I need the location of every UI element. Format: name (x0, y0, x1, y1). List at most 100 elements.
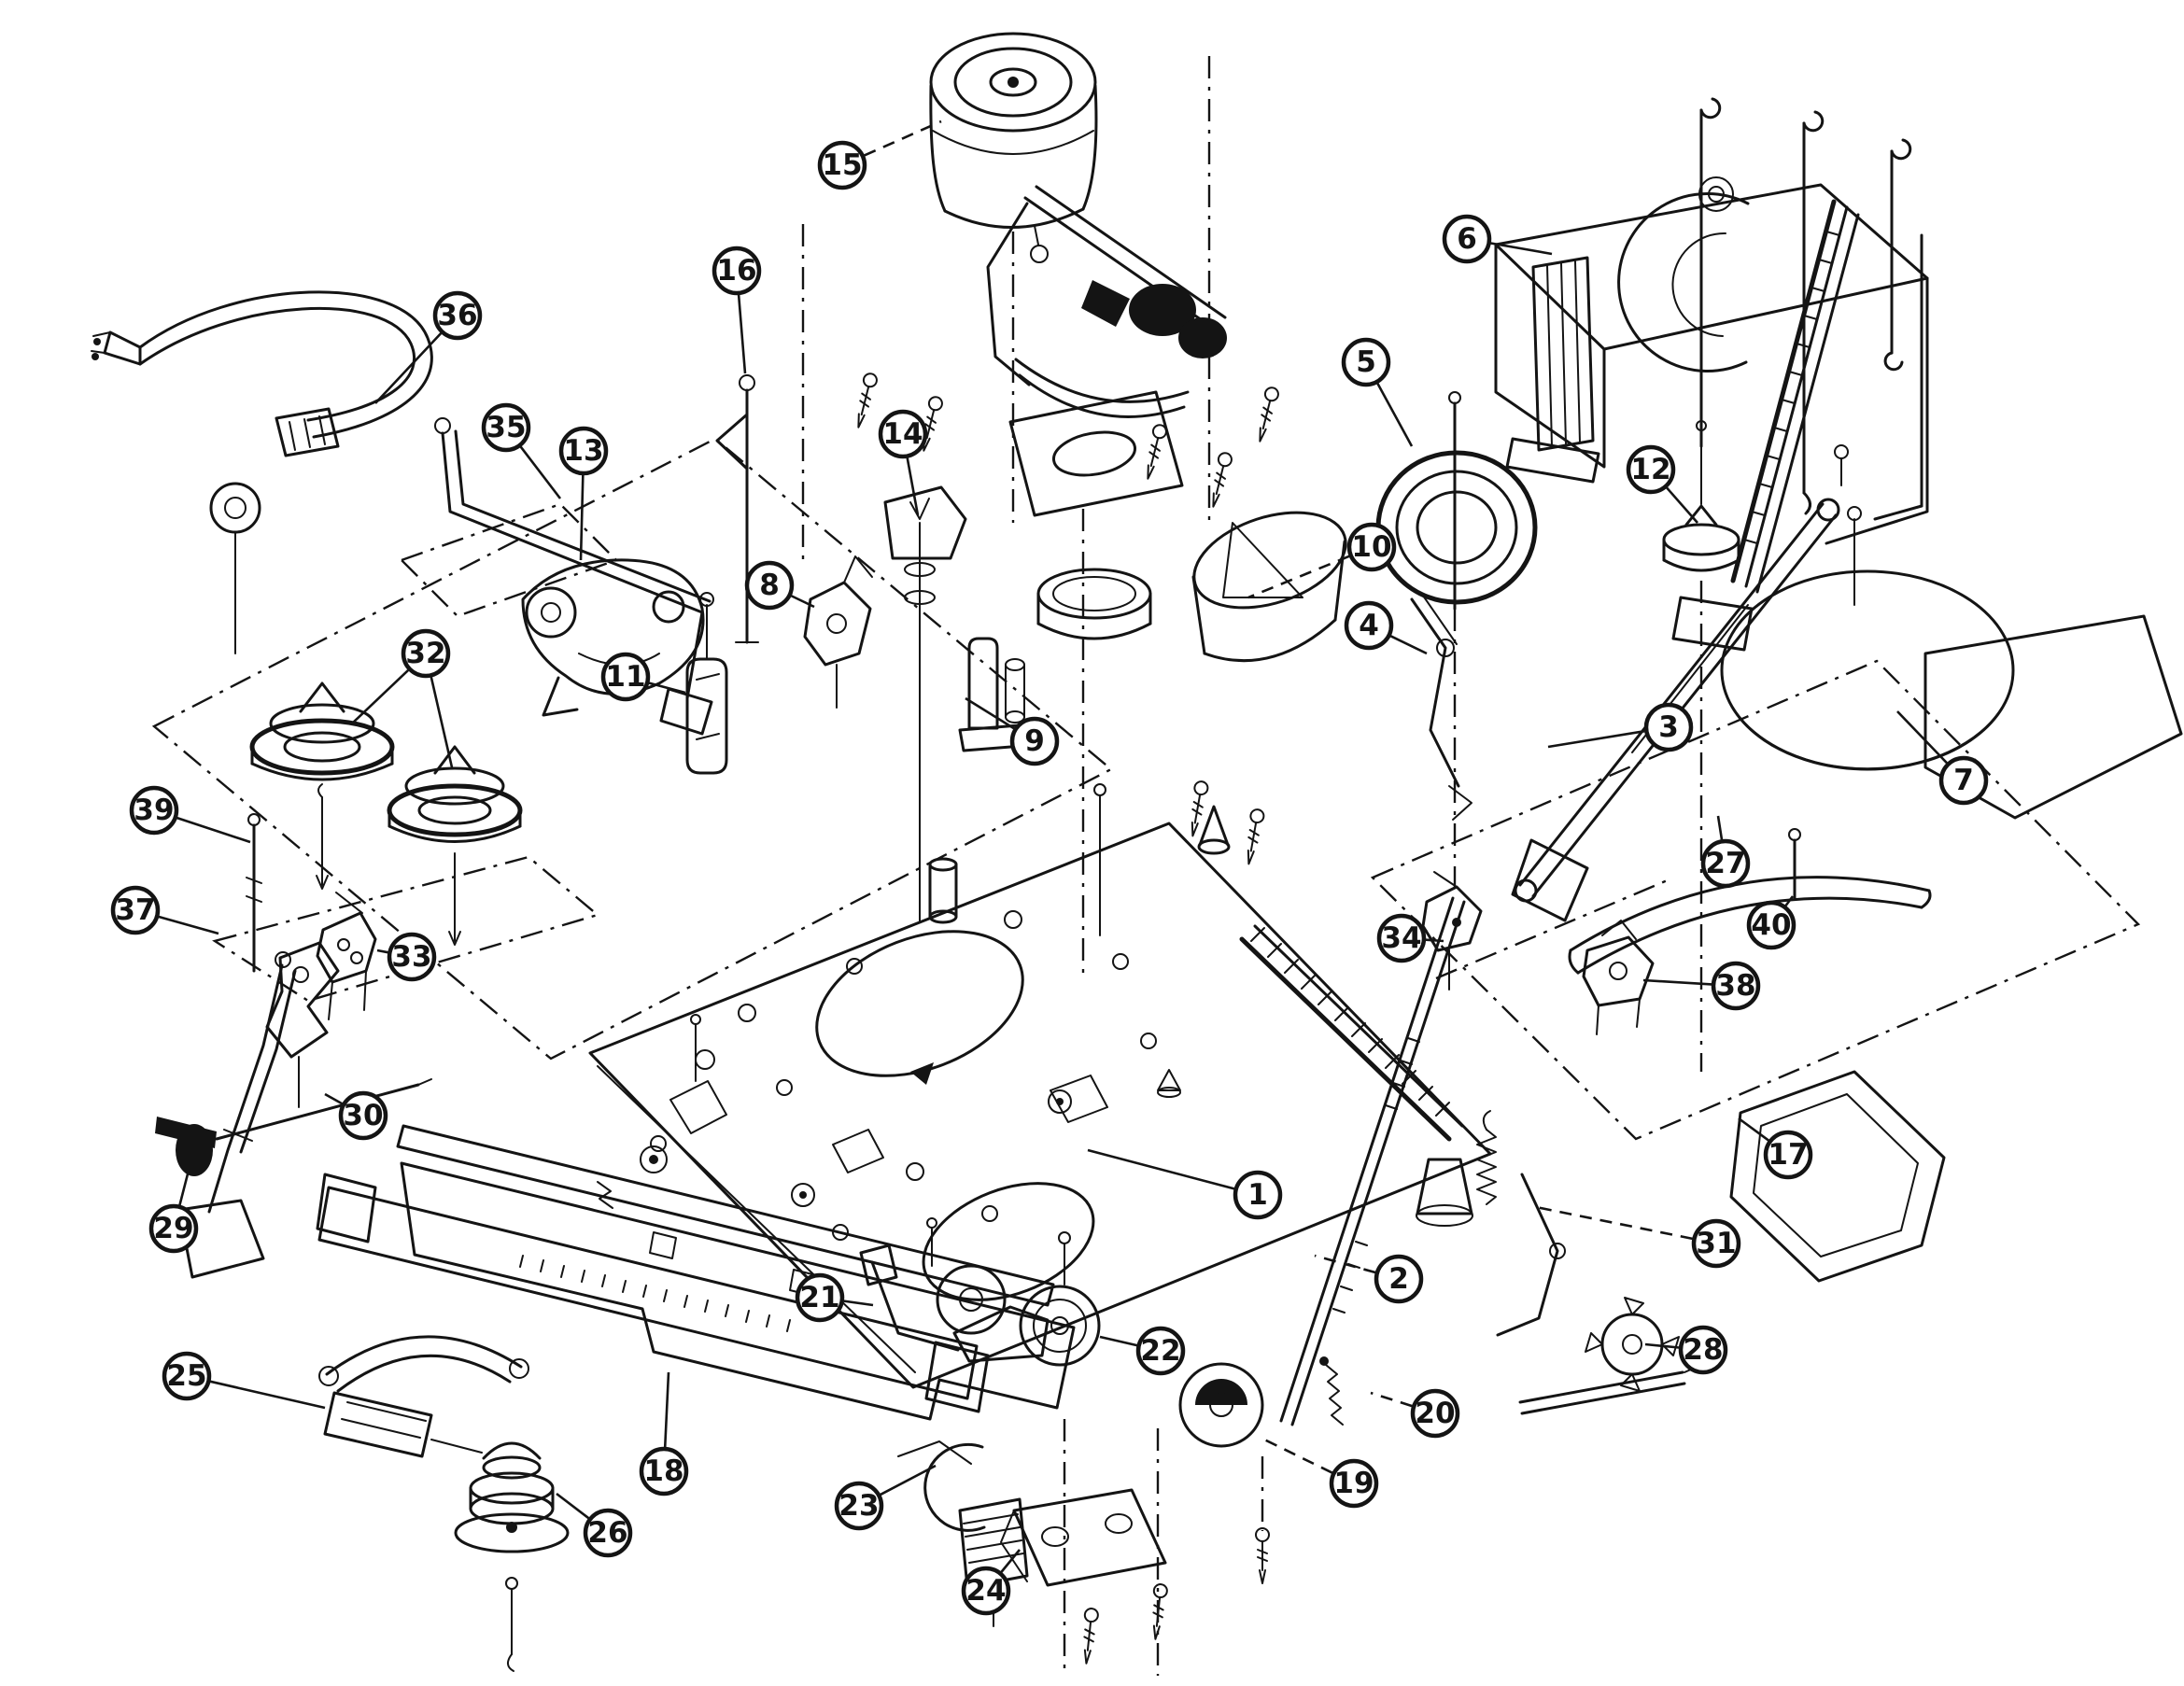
callout-7: 7 (1896, 710, 1989, 806)
cam-plate (1008, 390, 1184, 517)
callout-leader-37 (158, 915, 219, 935)
callout-leader-23 (880, 1464, 937, 1496)
callout-circle-29 (148, 1203, 199, 1254)
callout-number-5: 5 (1356, 345, 1376, 379)
callout-circle-9 (1009, 716, 1060, 766)
callout-20: 20 (1370, 1388, 1460, 1439)
callout-leader-19 (1260, 1436, 1333, 1474)
bracket-37 (265, 941, 340, 1108)
reel-table-small (1662, 420, 1740, 572)
callout-number-7: 7 (1953, 764, 1974, 797)
guide-bracket (883, 485, 967, 923)
callout-circle-19 (1329, 1458, 1379, 1509)
callout-2: 2 (1314, 1254, 1424, 1304)
callout-circle-30 (338, 1090, 388, 1141)
ring-coil (1375, 391, 1538, 611)
callout-23: 23 (834, 1464, 937, 1531)
callout-leader-18 (663, 1371, 670, 1448)
callout-circle-36 (432, 290, 483, 341)
callout-circle-26 (583, 1508, 633, 1558)
callout-1: 1 (1087, 1148, 1283, 1220)
callout-21: 21 (795, 1272, 874, 1323)
callout-number-15: 15 (822, 148, 862, 182)
callout-number-36: 36 (437, 299, 477, 332)
callout-circle-40 (1746, 900, 1797, 950)
slide-chassis (316, 1124, 1076, 1421)
callout-12: 12 (1626, 444, 1698, 524)
pressure-plate-disc (1720, 506, 2183, 820)
bracket-38 (1582, 920, 1655, 1035)
callout-circle-21 (795, 1272, 845, 1323)
link-lever (1511, 444, 1849, 922)
callout-number-37: 37 (115, 893, 155, 927)
clamp (318, 1335, 529, 1458)
callout-number-38: 38 (1715, 969, 1755, 1003)
pin-40 (1788, 828, 1801, 900)
callout-leader-12 (1666, 486, 1698, 524)
callout-number-39: 39 (134, 794, 174, 827)
callout-number-14: 14 (882, 417, 923, 451)
callout-number-9: 9 (1024, 724, 1045, 758)
callout-36: 36 (374, 290, 483, 404)
callout-number-21: 21 (799, 1281, 839, 1314)
callout-circle-14 (878, 409, 928, 459)
callout-circle-3 (1643, 702, 1694, 752)
screw-pin-39 (246, 813, 262, 973)
callout-5: 5 (1341, 337, 1414, 447)
callout-number-19: 19 (1333, 1467, 1374, 1500)
pin-lever (715, 374, 759, 644)
upper-sub-chassis-outline (151, 437, 1114, 1061)
callout-leader-1 (1087, 1148, 1235, 1190)
callout-circle-15 (817, 140, 867, 190)
callout-leader-30 (324, 1092, 343, 1105)
callout-leader-28 (1644, 1342, 1680, 1349)
callout-circle-39 (129, 785, 179, 836)
callout-11: 11 (600, 652, 686, 702)
callout-number-18: 18 (643, 1454, 683, 1488)
callout-18: 18 (639, 1371, 689, 1496)
idler-lever (859, 1217, 1007, 1352)
callout-circle-12 (1626, 444, 1676, 495)
callout-leader-27 (1716, 815, 1724, 840)
callout-circle-34 (1376, 913, 1427, 963)
callout-number-25: 25 (166, 1359, 206, 1393)
callout-32: 32 (350, 628, 454, 768)
callout-leader-31 (1530, 1204, 1693, 1241)
callout-leader-22 (1099, 1335, 1137, 1347)
callout-leader-33 (376, 948, 388, 954)
callout-number-22: 22 (1140, 1334, 1180, 1368)
callout-number-2: 2 (1388, 1262, 1409, 1296)
callout-leader-29 (178, 1159, 193, 1206)
release-lever (176, 951, 297, 1279)
loose-screws (851, 371, 1281, 1665)
tension-arm (1410, 595, 1472, 821)
callout-3: 3 (1547, 702, 1694, 752)
callout-circle-23 (834, 1481, 884, 1531)
callout-circle-10 (1346, 522, 1397, 572)
callout-38: 38 (1642, 961, 1761, 1011)
callout-13: 13 (558, 426, 609, 561)
callout-number-34: 34 (1381, 921, 1421, 955)
callout-leader-8 (790, 595, 815, 609)
callout-16: 16 (712, 246, 762, 374)
callout-circle-31 (1691, 1218, 1741, 1269)
callout-circle-24 (961, 1566, 1011, 1616)
callout-leader-32 (430, 677, 454, 768)
callout-circle-7 (1938, 755, 1989, 806)
callout-number-20: 20 (1415, 1397, 1455, 1430)
callout-leader-3 (1547, 729, 1645, 749)
callout-circle-37 (110, 885, 161, 935)
callout-number-30: 30 (343, 1099, 383, 1132)
callout-28: 28 (1644, 1325, 1728, 1375)
callout-4: 4 (1344, 600, 1428, 655)
callout-number-11: 11 (605, 660, 645, 694)
callout-number-10: 10 (1351, 530, 1391, 564)
callout-leader-7 (1896, 710, 1948, 765)
callout-circle-33 (387, 932, 437, 982)
callout-number-6: 6 (1457, 222, 1477, 256)
callout-number-31: 31 (1696, 1227, 1736, 1260)
callout-number-4: 4 (1359, 609, 1379, 642)
callout-leader-15 (864, 119, 942, 157)
